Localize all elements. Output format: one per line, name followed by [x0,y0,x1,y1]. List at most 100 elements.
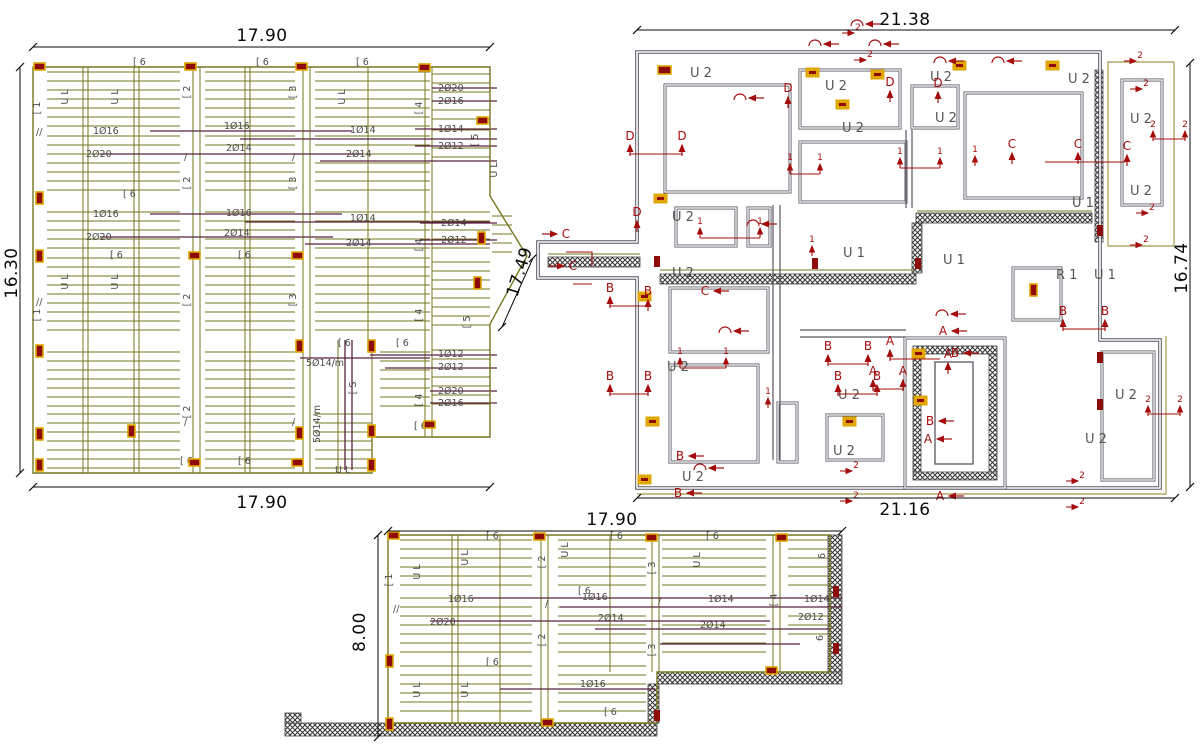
section-letter-a: A [899,364,908,378]
column-marker [184,62,197,71]
section-number-2: 2 [1079,471,1085,481]
room-label: U 2 [825,79,847,94]
room-wall-core [675,207,737,247]
beam-label: U L [110,89,121,105]
column-marker-core [917,399,924,402]
section-number-2: 2 [1137,51,1143,61]
room-label: U 2 [833,444,855,459]
door-swing-icon [718,326,732,334]
beam-label: [ 3 [647,644,658,657]
rebar-label: [ 6 [706,531,719,542]
column-marker [295,339,304,353]
section-letter-b: B [606,369,614,383]
section-number-2: 2 [853,461,859,471]
rebar-label: 1Ø16 [224,121,250,132]
wall-hatch [912,471,998,481]
section-letter-b: B [1101,304,1109,318]
room-label: R 1 [1056,268,1077,283]
section-letter-d: D [677,129,686,143]
door-swing-icon [850,19,864,27]
rebar-label: [ 6 [238,250,251,261]
rebar-label: 2Ø16 [438,96,464,107]
section-letter-d: D [632,205,641,219]
door-swing-icon [933,56,947,64]
section-letter-c: C [1123,139,1131,153]
column-marker [775,533,788,542]
beam-label: U L [337,89,348,105]
dimension-slab-left-top: 17.90 [236,26,288,46]
rebar-label: [ 6 [180,456,193,467]
room-wall-core [664,84,791,193]
rebar-label: [ 6 [110,250,123,261]
beam-label: [ 1 [384,574,395,587]
room-label: U 2 [1115,388,1137,403]
rebar-label: [ 6 [256,57,269,68]
wall-hatch [827,534,843,673]
beam-label: U L [460,550,471,566]
section-number-2: 2 [855,23,861,33]
rebar-label: [ 6 [133,57,146,68]
section-letter-c: C [562,227,570,241]
section-number-2: 2 [1182,120,1188,130]
section-number-1: 1 [723,347,729,357]
section-letter-c: C [1008,137,1016,151]
rebar-label: 2Ø12 [438,362,464,373]
column-marker [35,427,44,441]
room-label: U 1 [843,246,865,261]
rebar-label: 1Ø14 [804,594,830,605]
wall-marker [654,710,660,721]
room-label: U 2 [690,66,712,81]
section-number-2: 2 [853,491,859,501]
wall-marker [1097,352,1103,363]
column-marker [476,116,489,125]
rebar-label: / [184,417,188,428]
column-marker [35,191,44,205]
room-wall-core [911,85,959,129]
section-letter-a: A [944,347,953,361]
room-label: U 2 [1130,184,1152,199]
section-number-1: 1 [972,145,978,155]
rebar-label: [ 6 [486,531,499,542]
stair-inner [934,361,974,465]
rebar-label: 2Ø12 [438,141,464,152]
room-label: U 2 [1130,112,1152,127]
column-marker [418,63,431,72]
section-letter-a: A [939,324,948,338]
rebar-label: 2Ø14 [598,613,624,624]
rebar-label: 5Ø14/m [306,358,344,369]
beam-label: U L [110,274,121,290]
room-label: U 2 [667,360,689,375]
rebar-label: 1Ø14 [438,124,464,135]
dimension-slab-left-bottom: 17.90 [236,493,288,513]
beam-label: U L [412,564,423,580]
door-swing-icon [746,219,760,227]
rebar-label: [ 6 [356,57,369,68]
rebar-label: 1Ø16 [448,594,474,605]
column-marker [765,666,778,675]
column-marker [367,458,376,472]
beam-label: [ 3 [647,562,658,575]
column-marker [477,231,486,245]
rebar-label: 2Ø20 [86,232,112,243]
rebar-label: [ 6 [414,421,427,432]
door-swing-icon [733,93,747,101]
rebar-label: [ 6 [123,189,136,200]
dimension-floor-plan-right: 16.74 [1172,242,1192,294]
room-wall [776,401,799,464]
room-wall-core [799,69,901,129]
rebar-label: [ 6 [338,338,351,349]
rebar-label: 1Ø14 [350,125,376,136]
beam-label: [ 5 [470,134,481,147]
section-letter-b: B [644,284,652,298]
room-wall-core [1121,79,1163,206]
section-letter-b: B [834,369,842,383]
rebar-label: 2Ø14 [224,228,250,239]
wall-marker [1097,225,1103,236]
room-wall-core [669,364,759,463]
beam-label: U L [60,274,71,290]
section-number-2: 2 [1150,120,1156,130]
rebar-label: / [292,152,296,163]
